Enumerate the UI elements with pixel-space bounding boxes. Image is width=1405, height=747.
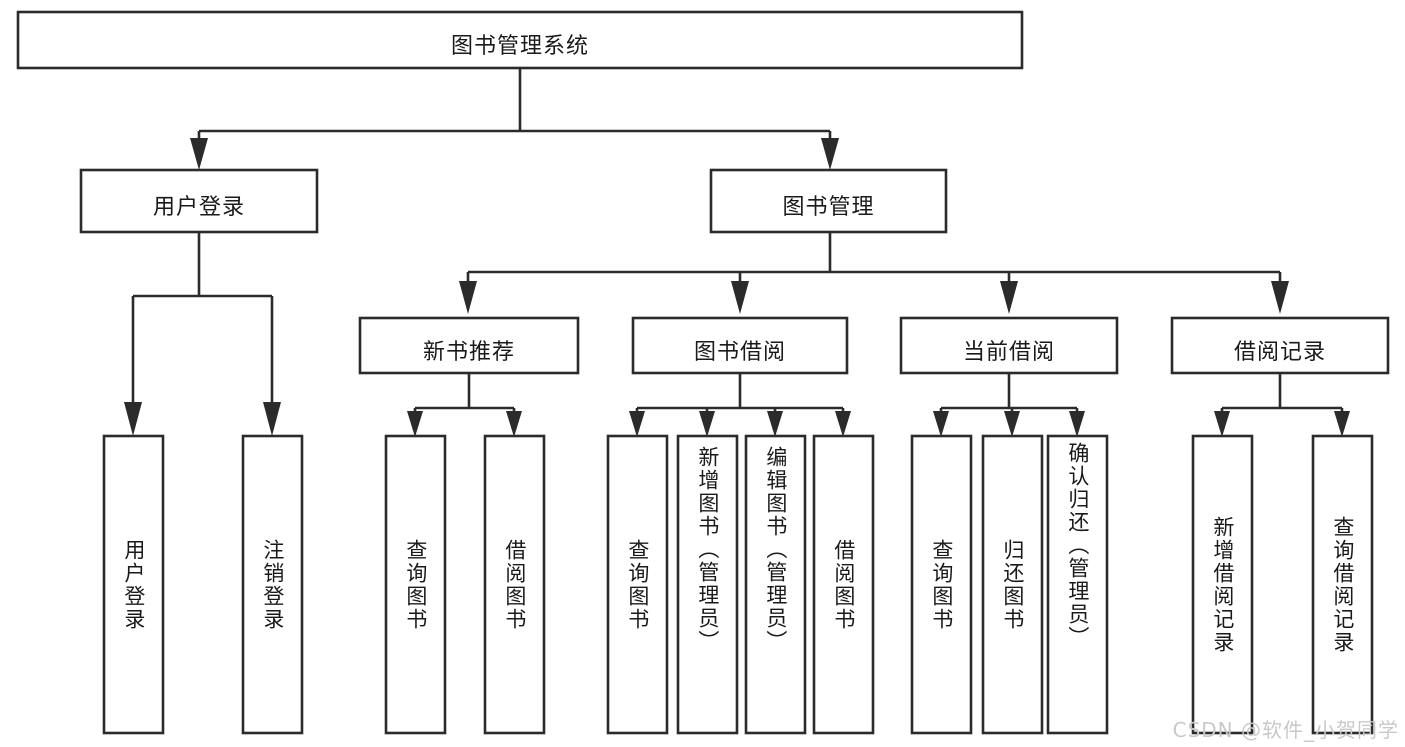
arrow-head-current-borrow-leaf-3 [1069,411,1085,437]
arrow-head-current-borrow-leaf-1 [933,411,949,437]
leaf-box-book-borrow-2[interactable] [676,434,739,735]
node-user-login[interactable] [79,168,319,234]
arrow-head-borrow-record-leaf-2 [1334,411,1350,437]
arrow-head-new-book-leaf-1 [407,411,423,437]
arrow-head-borrow-record [1271,281,1289,314]
leaf-box-current-borrow-3[interactable] [1046,434,1109,735]
arrow-head-current-borrow [1000,281,1018,314]
connector-group-book-manage [459,232,1289,314]
arrow-head-user-login [190,138,208,170]
leaf-box-new-book-2[interactable] [483,434,546,735]
leaf-box-user-login-2[interactable] [241,434,304,735]
leaf-box-current-borrow-2[interactable] [981,434,1044,735]
connector-group-book-borrow [629,373,851,437]
arrow-head-borrow-record-leaf-1 [1214,411,1230,437]
leaf-box-book-borrow-4[interactable] [812,434,875,735]
arrow-head-book-borrow-leaf-2 [699,411,715,437]
arrow-head-user-login-leaf-1 [124,402,142,436]
arrow-head-new-book-recommend [459,281,477,314]
connector-group-borrow-record [1214,373,1350,437]
arrow-head-book-borrow-leaf-3 [767,411,783,437]
arrow-head-book-borrow-leaf-1 [629,411,645,437]
leaf-box-book-borrow-1[interactable] [606,434,669,735]
arrow-head-book-borrow [731,281,749,314]
csdn-watermark: CSDN @软件_小贺同学 [1172,718,1399,742]
leaf-box-new-book-1[interactable] [384,434,447,735]
leaf-box-borrow-record-1[interactable] [1191,434,1254,735]
node-new-book-recommend[interactable] [358,316,580,375]
connector-group-new-book-recommend [407,373,522,437]
node-current-borrow[interactable] [899,316,1119,375]
arrow-head-user-login-leaf-2 [263,402,281,436]
node-borrow-record[interactable] [1170,316,1390,375]
connector-group-user-login [124,232,281,436]
connector-group-current-borrow [933,373,1085,437]
arrow-head-book-manage [821,138,839,170]
arrow-head-new-book-leaf-2 [506,411,522,437]
connector-group-root [190,68,839,170]
leaf-box-borrow-record-2[interactable] [1311,434,1374,735]
arrow-head-current-borrow-leaf-2 [1004,411,1020,437]
leaf-box-current-borrow-1[interactable] [910,434,973,735]
arrow-head-book-borrow-leaf-4 [835,411,851,437]
node-book-manage[interactable] [709,168,948,234]
leaf-box-book-borrow-3[interactable] [744,434,807,735]
node-book-borrow[interactable] [631,316,849,375]
node-root[interactable] [16,10,1024,70]
leaf-box-user-login-1[interactable] [102,434,165,735]
